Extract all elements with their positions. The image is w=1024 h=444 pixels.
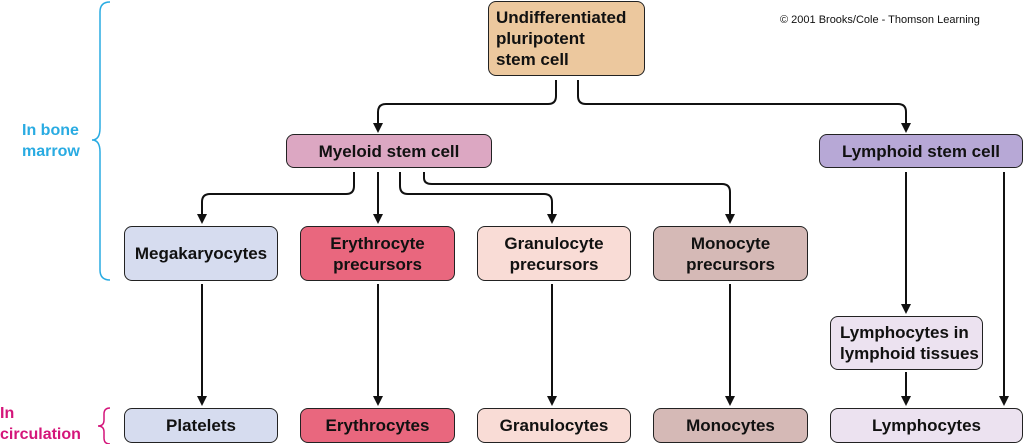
- platelets-node: Platelets: [124, 408, 278, 443]
- megakaryocytes-node: Megakaryocytes: [124, 226, 278, 281]
- arrow-myeloid-to-megakaryocytes: [197, 172, 355, 224]
- arrow-stem-to-lymphoid: [577, 80, 911, 133]
- erythrocyte-precursors-node: Erythrocyte precursors: [300, 226, 455, 281]
- myeloid-stem-cell-node: Myeloid stem cell: [286, 134, 492, 168]
- copyright-notice: © 2001 Brooks/Cole - Thomson Learning: [780, 14, 980, 26]
- erythrocytes-node: Erythrocytes: [300, 408, 455, 443]
- arrow-stem-to-myeloid: [373, 80, 557, 133]
- lymphocytes-in-lymphoid-tissues-node: Lymphocytes in lymphoid tissues: [830, 316, 983, 370]
- circulation-bracket: [97, 407, 111, 444]
- granulocytes-node: Granulocytes: [477, 408, 631, 443]
- circulation-label: In circulation: [0, 405, 81, 443]
- granulocyte-precursors-node: Granulocyte precursors: [477, 226, 631, 281]
- monocyte-precursors-node: Monocyte precursors: [653, 226, 808, 281]
- arrow-myeloid-to-monocyte-precursors: [423, 172, 735, 224]
- monocytes-node: Monocytes: [653, 408, 808, 443]
- bone-marrow-label: In bone marrow: [22, 122, 80, 160]
- bone-marrow-bracket: [91, 1, 111, 281]
- lymphocytes-node: Lymphocytes: [830, 408, 1023, 443]
- arrow-myeloid-to-granulocyte-precursors: [399, 172, 557, 224]
- lymphoid-stem-cell-node: Lymphoid stem cell: [819, 134, 1023, 168]
- stem-cell-node: Undifferentiated pluripotent stem cell: [488, 1, 645, 76]
